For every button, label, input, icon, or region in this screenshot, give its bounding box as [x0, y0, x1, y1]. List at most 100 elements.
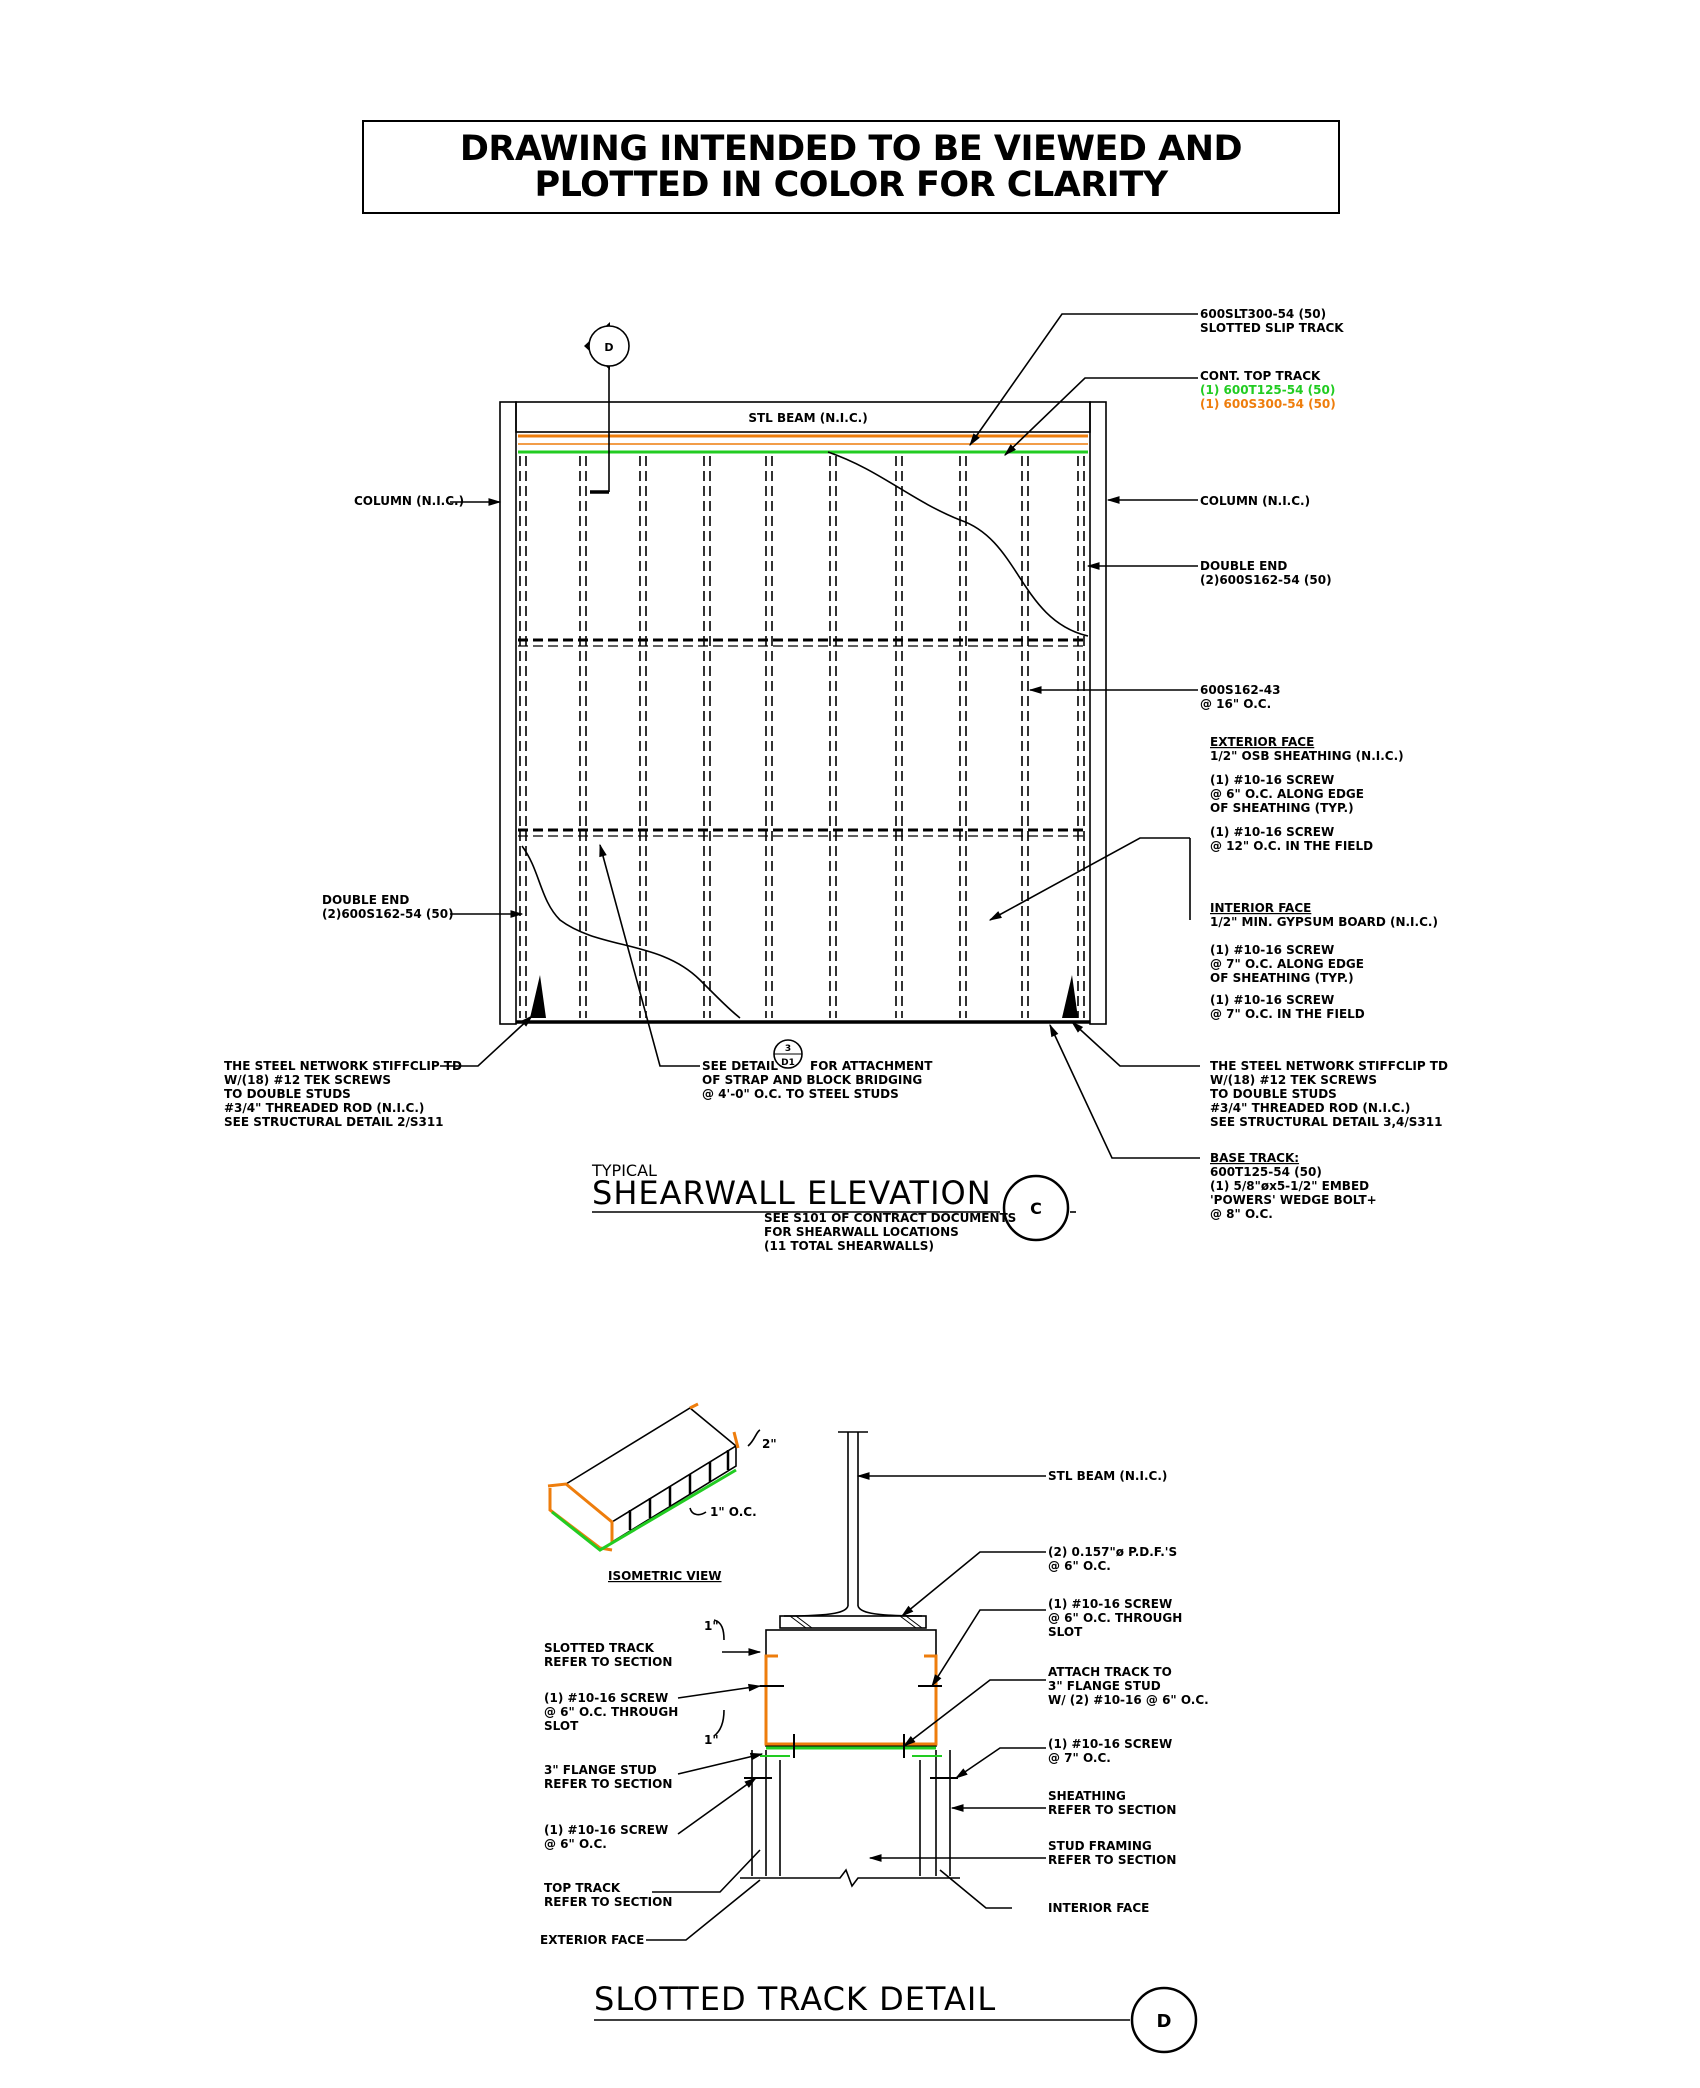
stiffclip-right-callout: THE STEEL NETWORK STIFFCLIP TD W/(18) #1…	[1210, 1059, 1448, 1129]
base-track-callout: BASE TRACK: 600T125-54 (50) (1) 5/8"øx5-…	[1210, 1151, 1377, 1221]
svg-text:BASE TRACK:: BASE TRACK:	[1210, 1151, 1299, 1165]
svg-text:CONT. TOP TRACK: CONT. TOP TRACK	[1200, 369, 1321, 383]
detail-reference-bubble[interactable]: 3 D1	[773, 1039, 803, 1069]
svg-text:W/(18) #12 TEK SCREWS: W/(18) #12 TEK SCREWS	[1210, 1073, 1377, 1087]
banner-line-1: DRAWING INTENDED TO BE VIEWED AND	[459, 129, 1243, 169]
svg-text:W/ (2) #10-16 @ 6" O.C.: W/ (2) #10-16 @ 6" O.C.	[1048, 1693, 1209, 1707]
svg-text:@ 6" O.C. THROUGH: @ 6" O.C. THROUGH	[544, 1705, 678, 1719]
svg-text:(1) 5/8"øx5-1/2" EMBED: (1) 5/8"øx5-1/2" EMBED	[1210, 1179, 1369, 1193]
svg-text:(1) #10-16 SCREW: (1) #10-16 SCREW	[1210, 825, 1334, 839]
svg-text:(1) 600S300-54 (50): (1) 600S300-54 (50)	[1200, 397, 1336, 411]
steel-beam	[515, 401, 1091, 433]
screws	[744, 1685, 958, 1779]
svg-text:@ 16" O.C.: @ 16" O.C.	[1200, 697, 1271, 711]
steel-beam-section	[779, 1431, 927, 1629]
svg-text:(1) #10-16 SCREW: (1) #10-16 SCREW	[1048, 1737, 1172, 1751]
slotted-track-callout: SLOTTED TRACK REFER TO SECTION	[544, 1641, 672, 1669]
attach-track-callout: ATTACH TRACK TO 3" FLANGE STUD W/ (2) #1…	[1048, 1665, 1209, 1707]
pdf-callout: (2) 0.157"ø P.D.F.'S @ 6" O.C.	[1048, 1545, 1177, 1573]
svg-text:(1) #10-16 SCREW: (1) #10-16 SCREW	[1210, 993, 1334, 1007]
svg-text:THE STEEL NETWORK STIFFCLIP TD: THE STEEL NETWORK STIFFCLIP TD	[1210, 1059, 1448, 1073]
title-tag-c	[1002, 1174, 1070, 1242]
double-end-left-callout: DOUBLE END (2)600S162-54 (50)	[322, 893, 454, 921]
stud-section	[740, 1750, 960, 1888]
svg-text:(11 TOTAL SHEARWALLS): (11 TOTAL SHEARWALLS)	[764, 1239, 934, 1253]
slip-track-callout: 600SLT300-54 (50) SLOTTED SLIP TRACK	[1200, 307, 1344, 335]
svg-text:TOP TRACK: TOP TRACK	[544, 1881, 621, 1895]
elevation-title: SHEARWALL ELEVATION	[592, 1174, 992, 1212]
svg-text:3: 3	[785, 1044, 791, 1054]
interior-face-callout: INTERIOR FACE 1/2" MIN. GYPSUM BOARD (N.…	[1210, 901, 1438, 1021]
screw-7-callout: (1) #10-16 SCREW @ 7" O.C.	[1048, 1737, 1172, 1765]
iso-dim-1in-oc: 1" O.C.	[710, 1505, 757, 1519]
stud-framing-callout: STUD FRAMING REFER TO SECTION	[1048, 1839, 1176, 1867]
svg-text:STUD FRAMING: STUD FRAMING	[1048, 1839, 1152, 1853]
svg-text:SEE STRUCTURAL DETAIL 2/S311: SEE STRUCTURAL DETAIL 2/S311	[224, 1115, 444, 1129]
shearwall-elevation: D STL BEAM (N.I.C.) 600SLT300-54 (50) SL…	[224, 307, 1448, 1253]
svg-text:3" FLANGE STUD: 3" FLANGE STUD	[544, 1763, 657, 1777]
stud-framing	[519, 456, 1085, 1018]
svg-text:FOR SHEARWALL LOCATIONS: FOR SHEARWALL LOCATIONS	[764, 1225, 959, 1239]
stiffclip-left-callout: THE STEEL NETWORK STIFFCLIP TD W/(18) #1…	[224, 1059, 462, 1129]
svg-text:OF SHEATHING (TYP.): OF SHEATHING (TYP.)	[1210, 801, 1354, 815]
svg-text:@ 6" O.C.: @ 6" O.C.	[544, 1837, 607, 1851]
svg-text:(1) #10-16 SCREW: (1) #10-16 SCREW	[1048, 1597, 1172, 1611]
svg-text:THE STEEL NETWORK STIFFCLIP TD: THE STEEL NETWORK STIFFCLIP TD	[224, 1059, 462, 1073]
svg-text:REFER TO SECTION: REFER TO SECTION	[544, 1777, 672, 1791]
detail-title: SLOTTED TRACK DETAIL	[594, 1980, 996, 2018]
svg-text:DOUBLE END: DOUBLE END	[322, 893, 409, 907]
svg-text:@ 7" O.C.: @ 7" O.C.	[1048, 1751, 1111, 1765]
svg-text:(2) 0.157"ø P.D.F.'S: (2) 0.157"ø P.D.F.'S	[1048, 1545, 1177, 1559]
svg-text:OF STRAP AND BLOCK BRIDGING: OF STRAP AND BLOCK BRIDGING	[702, 1073, 922, 1087]
svg-text:REFER TO SECTION: REFER TO SECTION	[1048, 1853, 1176, 1867]
sheathing-callout: SHEATHING REFER TO SECTION	[1048, 1789, 1176, 1817]
column-left	[499, 401, 517, 1025]
svg-text:INTERIOR FACE: INTERIOR FACE	[1210, 901, 1311, 915]
svg-text:SEE DETAIL: SEE DETAIL	[702, 1059, 778, 1073]
screw-slot-right-callout: (1) #10-16 SCREW @ 6" O.C. THROUGH SLOT	[1048, 1597, 1182, 1639]
svg-text:(2)600S162-54 (50): (2)600S162-54 (50)	[1200, 573, 1332, 587]
title-typical: TYPICAL	[591, 1161, 657, 1180]
exterior-face-callout: EXTERIOR FACE 1/2" OSB SHEATHING (N.I.C.…	[1210, 735, 1404, 853]
beam-label: STL BEAM (N.I.C.)	[748, 411, 867, 425]
svg-text:C: C	[1030, 1199, 1042, 1218]
column-left-label: COLUMN (N.I.C.)	[354, 494, 464, 508]
section-marker-label: D	[604, 341, 613, 354]
color-notice-banner: DRAWING INTENDED TO BE VIEWED AND PLOTTE…	[362, 120, 1340, 214]
svg-text:TO DOUBLE STUDS: TO DOUBLE STUDS	[1210, 1087, 1337, 1101]
see-detail-callout: SEE DETAIL FOR ATTACHMENT OF STRAP AND B…	[702, 1039, 933, 1101]
dim-1in-top: 1"	[704, 1619, 719, 1633]
svg-text:SHEATHING: SHEATHING	[1048, 1789, 1126, 1803]
svg-text:REFER TO SECTION: REFER TO SECTION	[544, 1655, 672, 1669]
svg-text:(1) #10-16 SCREW: (1) #10-16 SCREW	[544, 1691, 668, 1705]
svg-text:@ 6" O.C. ALONG EDGE: @ 6" O.C. ALONG EDGE	[1210, 787, 1364, 801]
svg-text:@ 6" O.C. THROUGH: @ 6" O.C. THROUGH	[1048, 1611, 1182, 1625]
top-track-callout-detail: TOP TRACK REFER TO SECTION	[544, 1881, 672, 1909]
svg-text:FOR ATTACHMENT: FOR ATTACHMENT	[810, 1059, 933, 1073]
svg-text:@ 7" O.C. ALONG EDGE: @ 7" O.C. ALONG EDGE	[1210, 957, 1364, 971]
isometric-view: 2" 1" O.C. ISOMETRIC VIEW	[547, 1402, 777, 1583]
leader-lines	[440, 313, 1200, 1159]
detail-title-block: SLOTTED TRACK DETAIL D	[594, 1980, 1198, 2054]
svg-text:(1) #10-16 SCREW: (1) #10-16 SCREW	[1210, 773, 1334, 787]
svg-text:ATTACH TRACK TO: ATTACH TRACK TO	[1048, 1665, 1172, 1679]
svg-text:D: D	[1157, 2011, 1172, 2032]
svg-text:@ 7" O.C. IN THE FIELD: @ 7" O.C. IN THE FIELD	[1210, 1007, 1365, 1021]
svg-text:REFER TO SECTION: REFER TO SECTION	[1048, 1803, 1176, 1817]
svg-text:(1) #10-16 SCREW: (1) #10-16 SCREW	[544, 1823, 668, 1837]
svg-text:(2)600S162-54 (50): (2)600S162-54 (50)	[322, 907, 454, 921]
dim-1in-bottom: 1"	[704, 1733, 719, 1747]
svg-text:#3/4" THREADED ROD (N.I.C.): #3/4" THREADED ROD (N.I.C.)	[1210, 1101, 1410, 1115]
slotted-track-outline	[765, 1629, 937, 1747]
svg-text:3" FLANGE STUD: 3" FLANGE STUD	[1048, 1679, 1161, 1693]
svg-text:EXTERIOR FACE: EXTERIOR FACE	[1210, 735, 1314, 749]
flange-stud-callout: 3" FLANGE STUD REFER TO SECTION	[544, 1763, 672, 1791]
isometric-view-label: ISOMETRIC VIEW	[608, 1569, 722, 1583]
detail-stl-beam-label: STL BEAM (N.I.C.)	[1048, 1469, 1167, 1483]
svg-text:REFER TO SECTION: REFER TO SECTION	[544, 1895, 672, 1909]
svg-text:600S162-43: 600S162-43	[1200, 683, 1280, 697]
svg-text:#3/4" THREADED ROD (N.I.C.): #3/4" THREADED ROD (N.I.C.)	[224, 1101, 424, 1115]
elevation-title-block: TYPICAL SHEARWALL ELEVATION C SEE S101 O…	[591, 1161, 1076, 1253]
section-marker-d[interactable]: D	[584, 322, 630, 494]
stiffclip-right	[1062, 975, 1078, 1018]
